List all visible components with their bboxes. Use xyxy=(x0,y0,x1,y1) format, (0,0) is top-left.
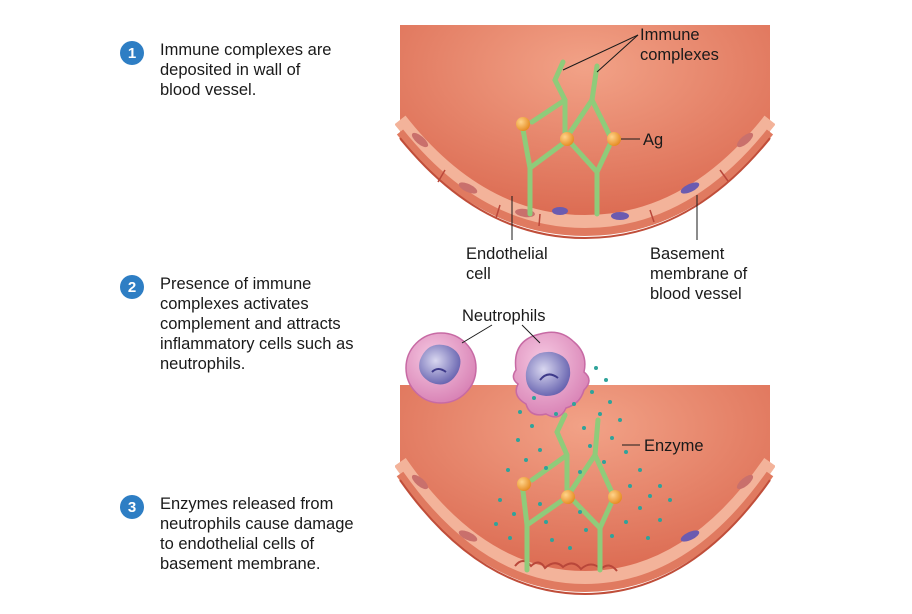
step-1-badge: 1 xyxy=(120,41,144,65)
vessel-bottom xyxy=(395,385,775,596)
label-immune-complexes: Immune complexes xyxy=(640,26,719,64)
vessel-top xyxy=(395,25,775,240)
antigen-1 xyxy=(516,117,530,131)
endothelial-cells-top xyxy=(411,132,754,220)
antigen-2 xyxy=(560,132,574,146)
cell-borders-top xyxy=(437,169,729,227)
label-basement-membrane: Basement membrane of blood vessel xyxy=(650,245,748,303)
step-1: 1 Immune complexes are deposited in wall… xyxy=(120,40,380,100)
neutrophil-right xyxy=(512,331,590,418)
step-1-text: Immune complexes are deposited in wall o… xyxy=(160,41,332,99)
step-3: 3 Enzymes released from neutrophils caus… xyxy=(120,494,410,574)
leader-lines-bottom xyxy=(461,324,640,446)
immune-complexes-bottom xyxy=(519,412,617,573)
step-2: 2 Presence of immune complexes activates… xyxy=(120,274,410,374)
label-endothelial-cell: Endothelial cell xyxy=(466,245,548,283)
endothelial-cells-bottom xyxy=(411,474,754,542)
immune-complexes-top xyxy=(519,59,615,217)
label-neutrophils: Neutrophils xyxy=(462,307,546,325)
antigen-3 xyxy=(607,132,621,146)
label-enzyme: Enzyme xyxy=(644,437,704,455)
step-3-text: Enzymes released from neutrophils cause … xyxy=(160,495,354,573)
enzyme-dots xyxy=(494,366,672,550)
step-2-text: Presence of immune complexes activates c… xyxy=(160,275,354,373)
antigen-particles-top xyxy=(516,117,621,146)
step-3-badge: 3 xyxy=(120,495,144,519)
step-2-badge: 2 xyxy=(120,275,144,299)
neutrophil-left xyxy=(405,332,477,404)
antigen-particles-bottom xyxy=(517,477,622,504)
leader-lines-top xyxy=(511,34,698,240)
label-ag: Ag xyxy=(643,131,664,149)
